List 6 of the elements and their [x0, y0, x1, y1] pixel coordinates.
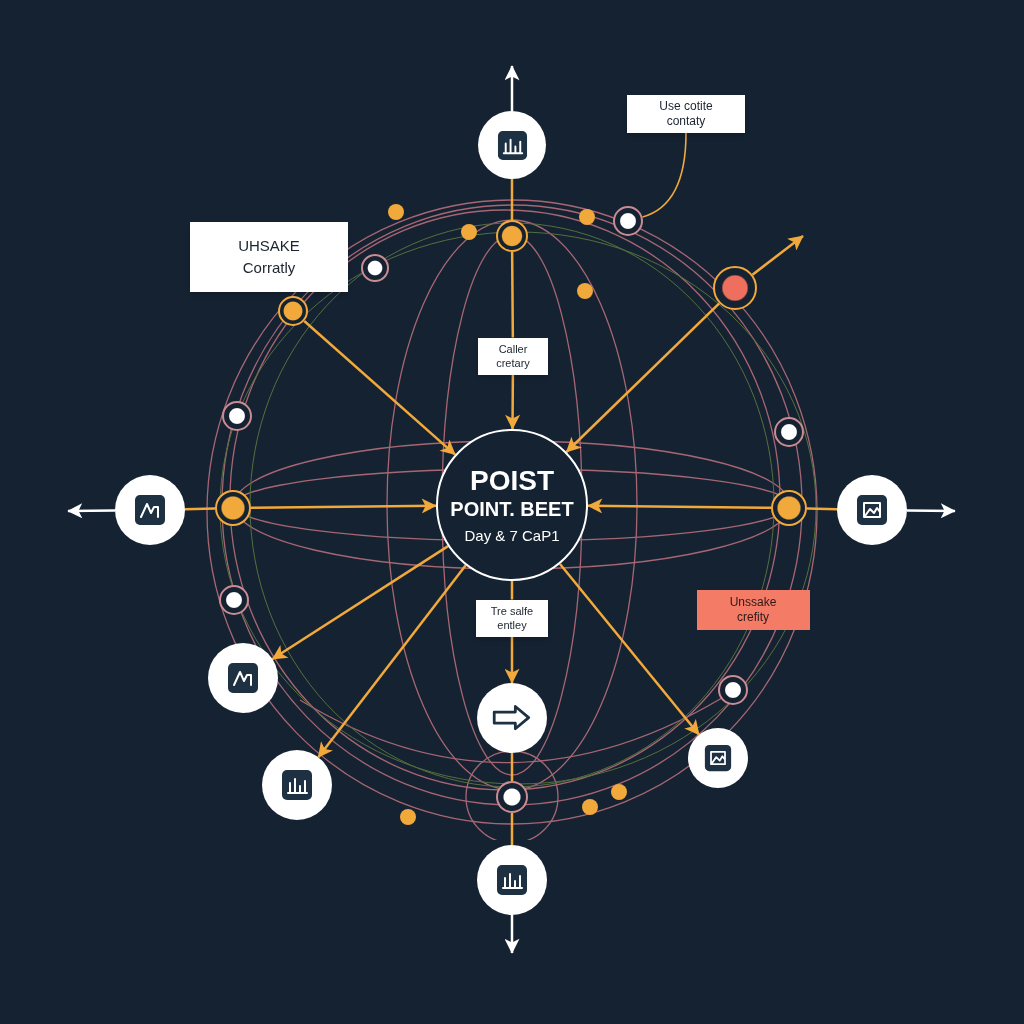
arrow — [907, 503, 956, 519]
arrow — [67, 503, 115, 519]
callout-box — [627, 95, 745, 133]
arrow — [504, 915, 520, 954]
callout-text: Use cotite contaty — [658, 99, 714, 129]
arrow — [504, 65, 520, 111]
